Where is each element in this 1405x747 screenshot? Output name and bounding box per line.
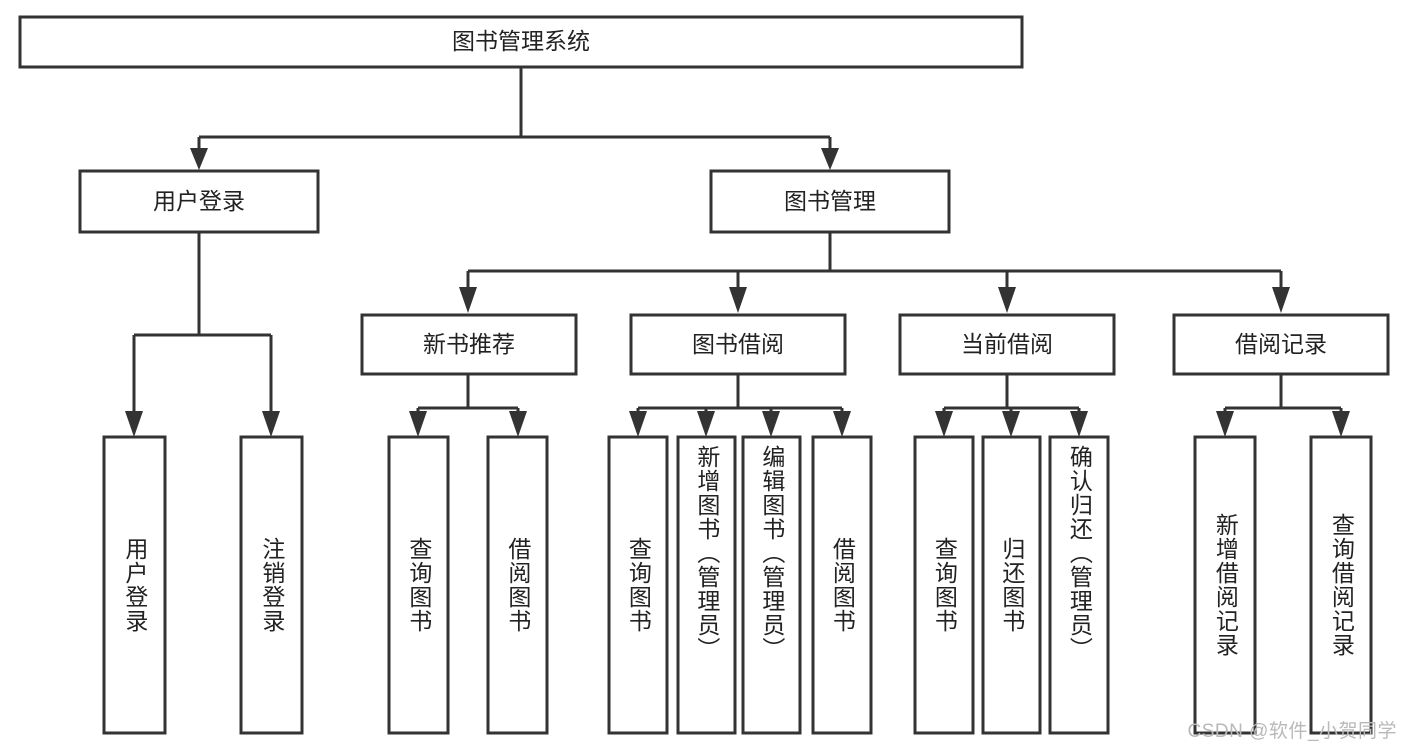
node-current-borrow-box[interactable] [898,313,1116,376]
node-book-borrow-label: 图书借阅 [692,331,784,357]
node-book-borrow[interactable]: 图书借阅 [629,313,847,376]
leaf-box-current-borrow-3[interactable] [1048,435,1110,735]
leaf-box-book-borrow-1[interactable] [607,435,669,735]
connector-group-book-borrow [629,375,851,437]
leaf-box-new-book-1[interactable] [387,435,450,735]
node-book-manage[interactable]: 图书管理 [709,169,951,234]
arrow-borrow-leaf-2 [697,411,715,437]
leaf-box-borrow-record-2[interactable] [1309,435,1373,735]
arrow-book-to-borrow [729,287,747,313]
arrow-newbook-leaf-2 [509,411,527,437]
arrow-record-leaf-2 [1332,411,1350,437]
arrow-record-leaf-1 [1216,411,1234,437]
node-new-book[interactable]: 新书推荐 [360,313,578,376]
arrow-root-to-user [190,148,208,170]
node-borrow-record[interactable]: 借阅记录 [1172,313,1390,376]
leaf-box-user-login-1[interactable] [102,435,167,735]
arrow-book-to-newbook [459,287,477,313]
connector-group-new-book [409,375,527,437]
arrow-user-leaf-2 [262,411,280,437]
leaf-box-new-book-2[interactable] [486,435,549,735]
leaf-box-borrow-record-1[interactable] [1193,435,1257,735]
node-current-borrow[interactable]: 当前借阅 [898,313,1116,376]
leaf-box-current-borrow-2[interactable] [981,435,1042,735]
connector-group-root [190,68,839,170]
node-user-login-box[interactable] [78,169,320,234]
node-borrow-record-box[interactable] [1172,313,1390,376]
arrow-current-leaf-2 [1002,411,1020,437]
node-book-manage-box[interactable] [709,169,951,234]
arrow-borrow-leaf-3 [762,411,780,437]
arrow-root-to-book [821,148,839,170]
arrow-user-leaf-1 [125,411,143,437]
node-current-borrow-label: 当前借阅 [961,331,1053,357]
connector-group-borrow-record [1216,375,1350,437]
arrow-current-leaf-3 [1070,411,1088,437]
node-book-manage-label: 图书管理 [784,188,876,214]
connector-group-current-borrow [935,375,1088,437]
node-book-borrow-box[interactable] [629,313,847,376]
connector-group-book-manage [459,232,1290,313]
node-new-book-label: 新书推荐 [423,331,515,357]
node-borrow-record-label: 借阅记录 [1235,331,1327,357]
node-root[interactable]: 图书管理系统 [18,15,1024,69]
leaf-box-current-borrow-1[interactable] [913,435,975,735]
leaf-box-user-login-2[interactable] [239,435,304,735]
leaf-box-book-borrow-4[interactable] [811,435,873,735]
arrow-borrow-leaf-4 [833,411,851,437]
arrow-current-leaf-1 [935,411,953,437]
node-user-login[interactable]: 用户登录 [78,169,320,234]
node-root-box[interactable] [18,15,1024,69]
arrow-book-to-current [998,287,1016,313]
arrow-book-to-record [1272,287,1290,313]
arrow-borrow-leaf-1 [629,411,647,437]
arrow-newbook-leaf-1 [409,411,427,437]
node-root-label: 图书管理系统 [452,28,590,54]
leaf-box-book-borrow-3[interactable] [741,435,802,735]
node-user-login-label: 用户登录 [153,188,245,214]
connector-group-user-login [125,232,280,437]
leaf-box-book-borrow-2[interactable] [676,435,737,735]
csdn-watermark: CSDN @软件_小贺同学 [1187,721,1397,742]
node-new-book-box[interactable] [360,313,578,376]
